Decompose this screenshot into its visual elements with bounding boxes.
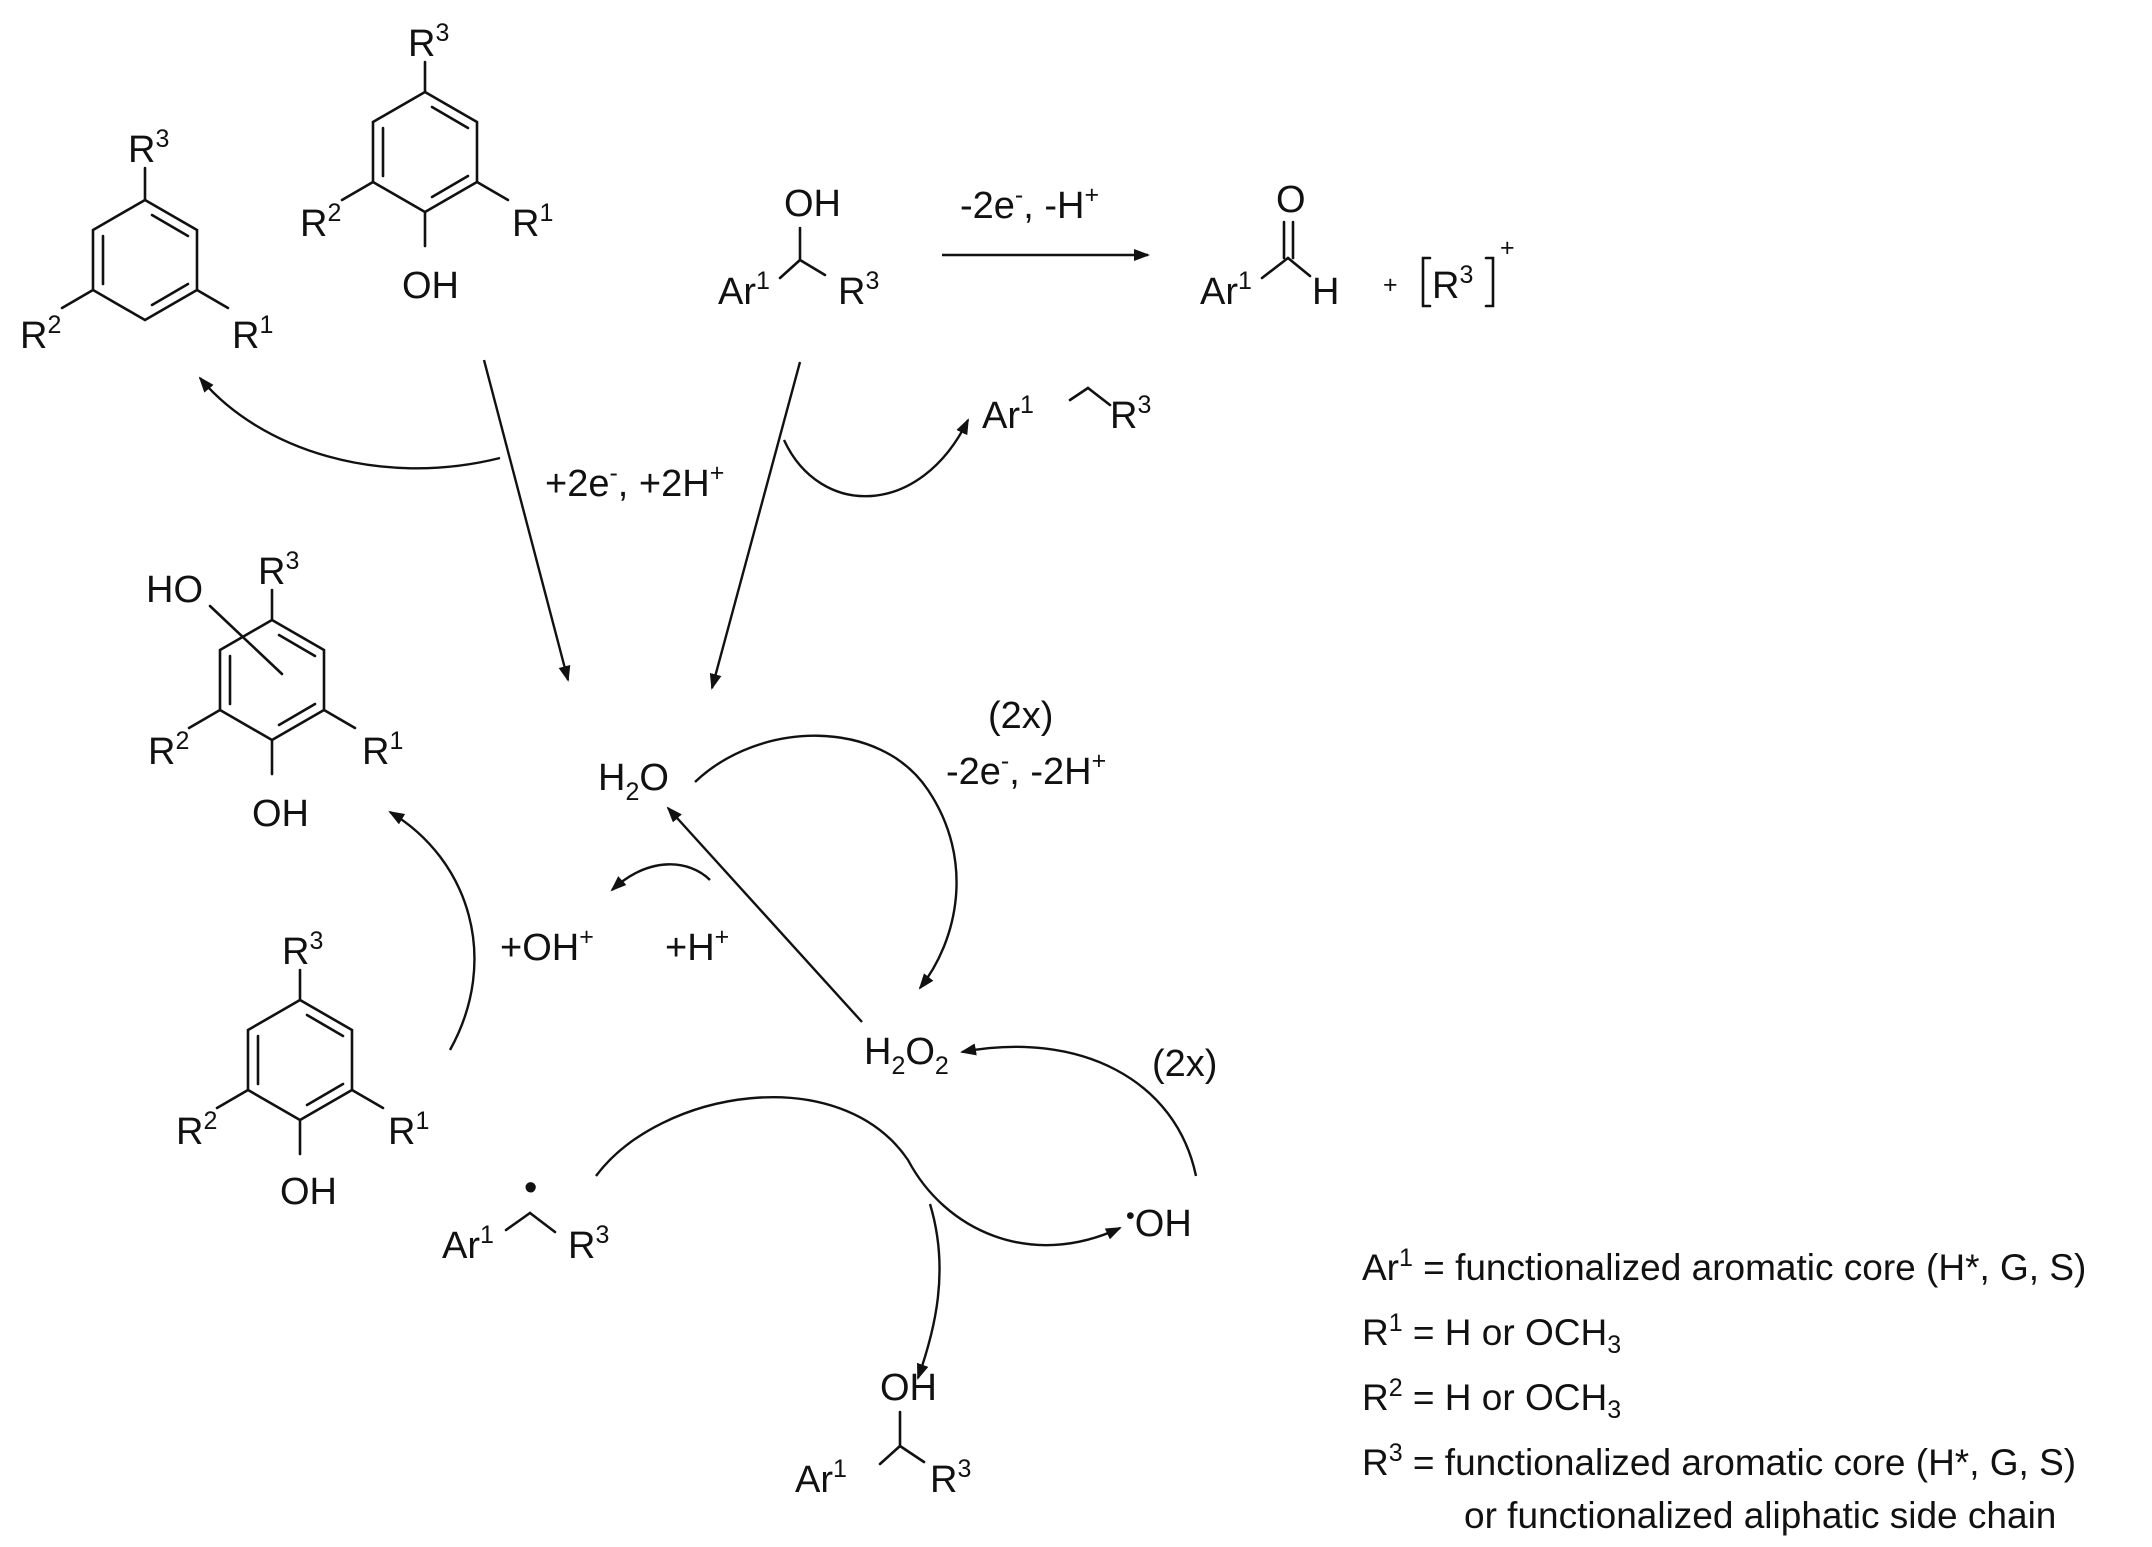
svg-text:Ar1: Ar1 bbox=[982, 391, 1034, 437]
svg-text:R3: R3 bbox=[838, 267, 879, 313]
phenol-hydroxylation-arrow bbox=[388, 810, 476, 1051]
svg-text:O: O bbox=[1276, 179, 1306, 221]
svg-text:OH: OH bbox=[280, 1171, 337, 1213]
radical-to-alcohol-arrow bbox=[916, 1203, 941, 1380]
svg-text:R1: R1 bbox=[512, 199, 553, 245]
cycle-multiplier: (2x) bbox=[988, 695, 1053, 737]
svg-text:OH: OH bbox=[784, 183, 841, 225]
peroxide-to-water-arrow bbox=[666, 806, 863, 1023]
svg-text:•: • bbox=[524, 1167, 537, 1209]
svg-text:R1: R1 bbox=[362, 727, 403, 773]
svg-text:+: + bbox=[1500, 234, 1515, 262]
deoxygenation-arrow bbox=[782, 418, 970, 498]
svg-text:Ar1: Ar1 bbox=[718, 267, 770, 313]
legend-item: or functionalized aliphatic side chain bbox=[1464, 1495, 2056, 1536]
arene-top-left: R3 R2 R1 bbox=[20, 125, 273, 357]
svg-text:R2: R2 bbox=[300, 199, 341, 245]
r3-cation: R3 + bbox=[1421, 234, 1515, 308]
legend-item: R3 = functionalized aromatic core (H*, G… bbox=[1362, 1439, 2076, 1483]
hydroxylation-label: +OH+ bbox=[500, 923, 594, 969]
legend-item: R2 = H or OCH3 bbox=[1362, 1374, 1621, 1424]
svg-text:R3: R3 bbox=[930, 1455, 971, 1501]
alcohol-top: OH Ar1 R3 bbox=[718, 183, 879, 313]
svg-text:OH: OH bbox=[252, 793, 309, 835]
phenol-to-water-arrow bbox=[482, 359, 571, 682]
hydroxyl-radical-combination-arrow bbox=[960, 1043, 1198, 1177]
svg-text:R2: R2 bbox=[176, 1107, 217, 1153]
water-oxidation-arrow bbox=[694, 734, 958, 990]
plus-sign: + bbox=[1383, 271, 1398, 299]
hydrogen-peroxide: H2O2 bbox=[864, 1031, 949, 1080]
svg-text:R3: R3 bbox=[1110, 391, 1151, 437]
phenol-bottom: R3 R2 R1 OH bbox=[176, 927, 429, 1213]
legend: Ar1 = functionalized aromatic core (H*, … bbox=[1362, 1244, 2086, 1536]
svg-text:R3: R3 bbox=[128, 125, 169, 171]
catechol-product: HO R3 R2 R1 OH bbox=[146, 547, 403, 835]
hydroxylation-split-arrow bbox=[610, 863, 711, 892]
svg-text:R3: R3 bbox=[258, 547, 299, 593]
svg-text:OH: OH bbox=[880, 1367, 937, 1409]
alkane-product: Ar1 R3 bbox=[982, 386, 1151, 437]
demethoxylation-arrow bbox=[198, 376, 501, 470]
svg-text:R3: R3 bbox=[568, 1221, 609, 1267]
legend-item: R1 = H or OCH3 bbox=[1362, 1309, 1621, 1359]
svg-text:R3: R3 bbox=[1432, 261, 1473, 307]
aldehyde: O Ar1 H bbox=[1200, 179, 1339, 313]
protonation-label: +H+ bbox=[665, 923, 729, 969]
svg-text:R3: R3 bbox=[282, 927, 323, 973]
svg-text:R2: R2 bbox=[20, 311, 61, 357]
svg-text:Ar1: Ar1 bbox=[795, 1455, 847, 1501]
radical-rebound-arrow bbox=[595, 1096, 1122, 1247]
reduction-label: +2e-, +2H+ bbox=[545, 459, 724, 505]
alcohol-bottom: OH Ar1 R3 bbox=[795, 1367, 971, 1501]
benzylic-radical: • Ar1 R3 bbox=[442, 1167, 609, 1267]
hydroxyl-radical: •OH bbox=[1126, 1202, 1192, 1245]
svg-text:OH: OH bbox=[402, 265, 459, 307]
water: H2O bbox=[598, 757, 669, 806]
legend-item: Ar1 = functionalized aromatic core (H*, … bbox=[1362, 1244, 2086, 1288]
svg-text:R2: R2 bbox=[148, 727, 189, 773]
svg-text:R3: R3 bbox=[408, 19, 449, 65]
svg-text:H: H bbox=[1312, 271, 1339, 313]
svg-text:HO: HO bbox=[146, 569, 203, 611]
oxidation-label: -2e-, -H+ bbox=[960, 181, 1099, 227]
svg-text:R1: R1 bbox=[388, 1107, 429, 1153]
svg-text:Ar1: Ar1 bbox=[1200, 267, 1252, 313]
svg-text:Ar1: Ar1 bbox=[442, 1221, 494, 1267]
svg-text:R1: R1 bbox=[232, 311, 273, 357]
alcohol-to-water-arrow bbox=[709, 361, 802, 690]
cycle-oxidation-label: -2e-, -2H+ bbox=[946, 747, 1106, 793]
phenol-top: R3 R2 R1 OH bbox=[300, 19, 553, 307]
radical-multiplier: (2x) bbox=[1152, 1043, 1217, 1085]
